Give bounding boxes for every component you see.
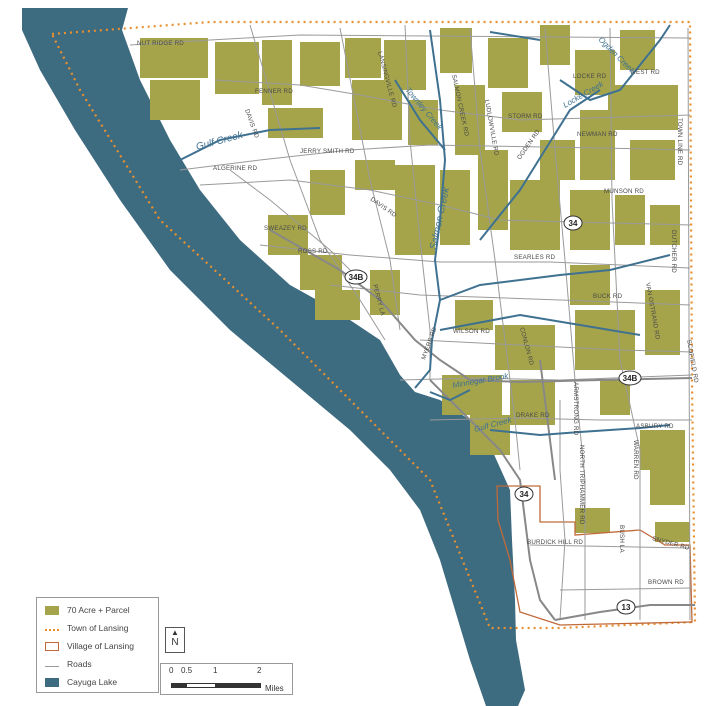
legend-lake-label: Cayuga Lake [67, 677, 118, 687]
parcel-swatch [45, 605, 59, 615]
creek-label: Gulf Creek [195, 130, 245, 153]
road-label: WEST RD [630, 69, 660, 76]
legend-parcel-label: 70 Acre + Parcel [67, 605, 130, 615]
route-34b-shield: 34B [344, 269, 368, 285]
road-label: ASBURY RD [636, 423, 674, 430]
road-label: WILSON RD [453, 328, 490, 335]
road-label: ROSS RD [298, 248, 328, 255]
parcels [140, 25, 690, 542]
legend-village: Village of Lansing [45, 639, 134, 653]
road-label: OGDEN RD [516, 128, 542, 161]
route-34-shield: 34 [563, 215, 583, 231]
town-swatch [45, 628, 59, 631]
svg-text:13: 13 [622, 603, 631, 612]
road-label: ARMSTRONG RD [572, 382, 579, 436]
north-arrow-icon: ▲ [171, 628, 179, 637]
roads [129, 24, 693, 621]
scale-tick: 1 [213, 666, 218, 675]
road-label: WARREN RD [632, 440, 639, 480]
legend-roads-label: Roads [67, 659, 92, 669]
roads-swatch [45, 665, 59, 667]
north-arrow: ▲ N [165, 627, 185, 653]
village-swatch [45, 641, 59, 651]
road-label: NUT RIDGE RD [137, 40, 184, 47]
scale-segment [186, 683, 216, 688]
scale-unit: Miles [265, 684, 284, 693]
scale-tick: 0 [169, 666, 174, 675]
road-label: BURDICK HILL RD [527, 539, 583, 546]
road-label: LUDLOWVILLE RD [483, 99, 500, 156]
road-label: DAVIS RD [369, 196, 398, 219]
legend-town-label: Town of Lansing [67, 623, 129, 633]
map-legend: 70 Acre + Parcel Town of Lansing Village… [36, 597, 159, 693]
road-label: SWEAZEY RD [264, 225, 307, 232]
road-label: TOWN LINE RD [676, 118, 683, 166]
road-label: NORTH TRIPHAMMER RD [578, 445, 585, 525]
road-label: BUCK RD [593, 293, 623, 300]
svg-text:34: 34 [520, 490, 529, 499]
svg-text:34: 34 [569, 219, 578, 228]
legend-village-label: Village of Lansing [67, 641, 134, 651]
north-label: N [171, 637, 179, 648]
route-34-shield: 34 [514, 486, 534, 502]
scale-segment [216, 683, 261, 688]
road-label: MUNSON RD [604, 188, 644, 195]
road-label: DUTCHER RD [670, 230, 677, 273]
road-label: ALGERINE RD [213, 165, 257, 172]
scale-segment [171, 683, 186, 688]
legend-lake: Cayuga Lake [45, 675, 117, 689]
cayuga-lake [22, 8, 525, 706]
road-label: JERRY SMITH RD [300, 148, 355, 155]
road-label: SEARLES RD [514, 254, 556, 261]
road-label: NEWMAN RD [577, 131, 618, 138]
route-34b-shield: 34B [618, 370, 642, 386]
creeks [179, 24, 671, 437]
scale-tick: 0.5 [181, 666, 193, 675]
svg-text:34B: 34B [623, 374, 638, 383]
road-label: STORM RD [508, 113, 543, 120]
svg-text:34B: 34B [349, 273, 364, 282]
road-label: FENNER RD [255, 88, 293, 95]
scale-bar: 0 0.5 1 2 Miles [160, 663, 293, 695]
legend-roads: Roads [45, 657, 92, 671]
legend-town: Town of Lansing [45, 621, 128, 635]
road-label: DRAKE RD [516, 412, 550, 419]
road-label: BUSH LA [618, 525, 625, 554]
legend-parcel: 70 Acre + Parcel [45, 603, 130, 617]
village-boundary [496, 485, 693, 626]
road-label: LOCKE RD [573, 73, 607, 80]
road-label: BROWN RD [648, 579, 684, 586]
scale-tick: 2 [257, 666, 262, 675]
route-13-shield: 13 [616, 599, 636, 615]
lake-swatch [45, 677, 59, 687]
route-shields: 34 34B 34 34B 13 [344, 215, 642, 615]
